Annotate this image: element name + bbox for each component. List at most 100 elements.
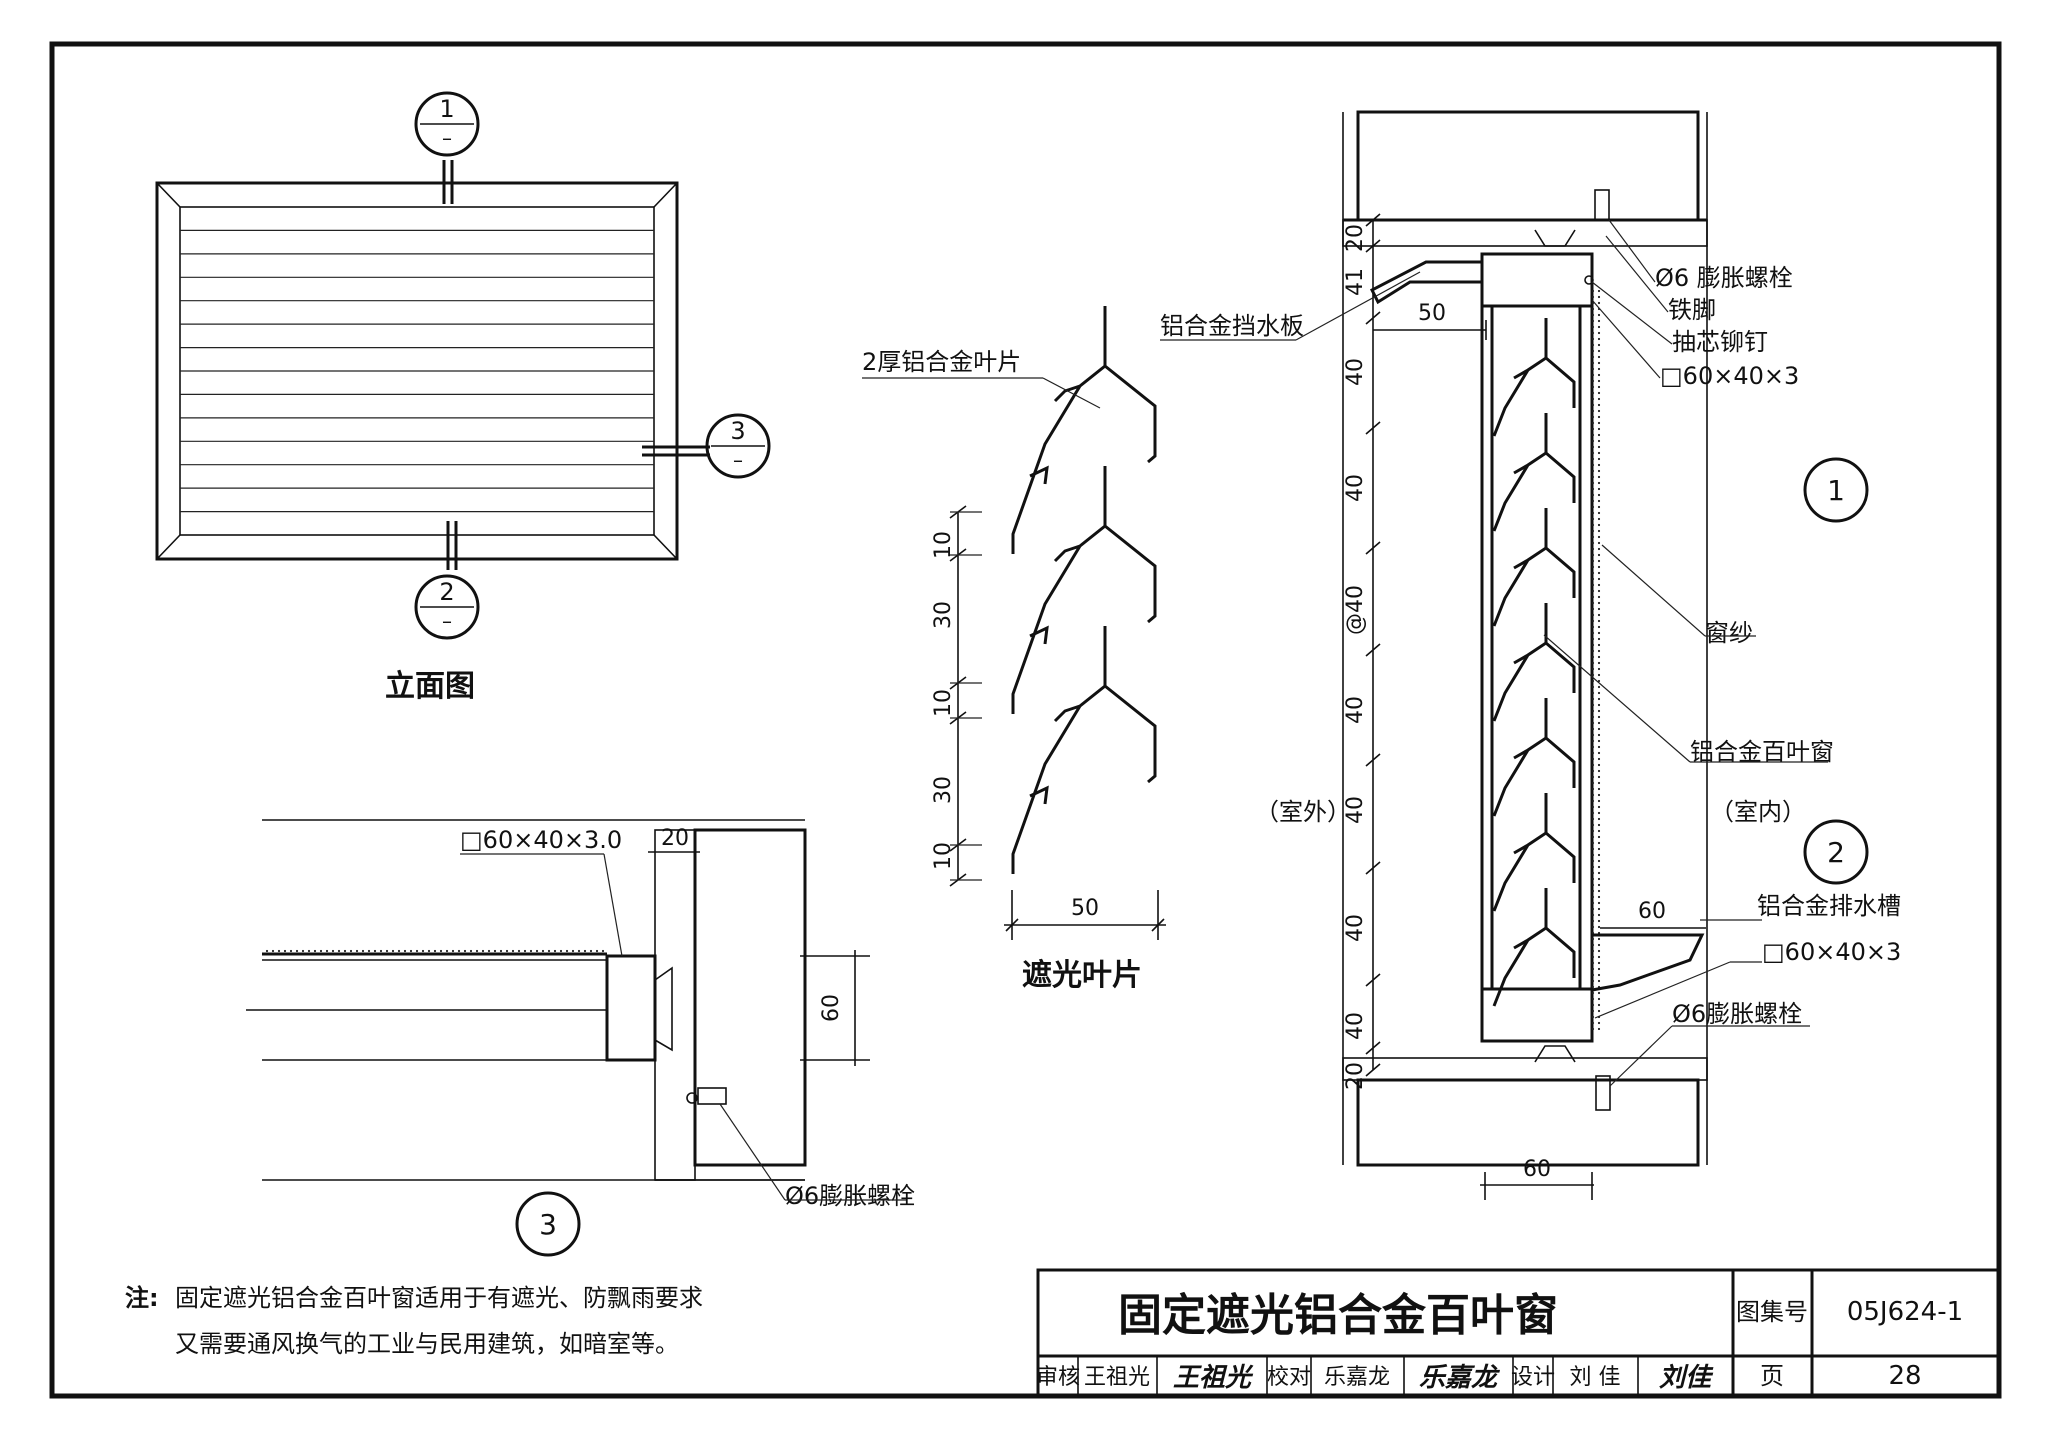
- top-lintel: [1356, 110, 1700, 222]
- section-1-blade: [1492, 318, 1576, 437]
- sheet-border: [49, 41, 2002, 1399]
- sec3-mortar: [654, 829, 696, 1181]
- section-1-dimension-tick: [1365, 643, 1381, 657]
- reviewer-signature: 王祖光: [1173, 1363, 1254, 1393]
- label-tube-top: □60×40×3: [1660, 362, 1799, 390]
- iron-foot-top: [1594, 189, 1610, 221]
- section-3-number-circle: 3: [515, 1191, 581, 1257]
- title-block-atlas-no: 05J624-1: [1847, 1297, 1963, 1327]
- section-2-number: 2: [1827, 836, 1845, 869]
- sec3-dim-20: 20: [661, 826, 689, 851]
- title-block-page-no: 28: [1888, 1361, 1921, 1391]
- section-1-dimension-tick: [1365, 753, 1381, 767]
- title-block: 固定遮光铝合金百叶窗 图集号 05J624-1 页 28 审核 王祖光 王祖光 …: [1036, 1268, 2000, 1398]
- section-1-dimension-tick: [1365, 239, 1381, 253]
- sec1-dim-41: 41: [1343, 268, 1368, 296]
- elevation-outer-frame: [155, 181, 679, 561]
- rivet-symbol: [1584, 275, 1594, 285]
- design-label: 设计: [1511, 1365, 1555, 1390]
- blade-profile: [1011, 466, 1157, 714]
- blade-thickness-label: 2厚铝合金叶片: [862, 348, 1021, 376]
- section-1-dimension-ticks: [1365, 213, 1381, 1077]
- section-marker-3-number: 3: [730, 417, 745, 445]
- review-label: 审核: [1036, 1365, 1080, 1390]
- label-screen: 窗纱: [1705, 619, 1753, 647]
- section-1-blade: [1492, 603, 1576, 722]
- blade-detail: 2厚铝合金叶片 10 30 10 30 10 50 遮光叶片: [862, 306, 1166, 993]
- section-1-dimension-tick: [1365, 311, 1381, 325]
- sec1-dim-40e: 40: [1343, 914, 1368, 942]
- section-marker-1-sub: –: [442, 126, 452, 150]
- sec1-dim-60-bottom: 60: [1523, 1157, 1551, 1182]
- sec3-screen: [262, 948, 607, 954]
- note-prefix: 注:: [125, 1284, 159, 1312]
- blade-profile: [1011, 626, 1157, 874]
- section-1-number-circle: 1: [1803, 457, 1869, 523]
- blade-profiles: [1011, 306, 1157, 874]
- blade-dimension-ticks: [949, 505, 982, 887]
- section-marker-3-sub: –: [733, 448, 743, 472]
- notes: 注: 固定遮光铝合金百叶窗适用于有遮光、防飘雨要求 又需要通风换气的工业与民用建…: [125, 1284, 703, 1358]
- section-1-dimension-tick: [1365, 541, 1381, 555]
- water-deflector: [1369, 260, 1482, 305]
- sec3-bolt-label: Ø6膨胀螺栓: [785, 1182, 915, 1210]
- label-water-board: 铝合金挡水板: [1160, 312, 1304, 340]
- top-mortar: [1342, 219, 1708, 247]
- sec1-dim-60-gutter: 60: [1638, 899, 1666, 924]
- section-marker-1: 1 –: [414, 91, 480, 157]
- section-3-detail: □60×40×3.0 20 60 Ø6膨胀螺栓 3: [246, 819, 915, 1257]
- sec1-dim-50: 50: [1418, 301, 1446, 326]
- label-bolt-top: Ø6 膨胀螺栓: [1655, 264, 1793, 292]
- elevation-slats: [180, 229, 654, 513]
- label-gutter: 铝合金排水槽: [1757, 892, 1901, 920]
- elevation-view: 1 – 2 – 3 – 立面图: [155, 91, 771, 704]
- sec1-dim-40c: 40: [1343, 696, 1368, 724]
- sec1-dim-40d: 40: [1343, 796, 1368, 824]
- blade-dim-width: 50: [1071, 896, 1099, 921]
- sec3-tube-label: □60×40×3.0: [460, 826, 622, 854]
- section-1-dimension-tick: [1365, 213, 1381, 227]
- section-marker-1-number: 1: [439, 95, 454, 123]
- section-marker-3: 3 –: [705, 413, 771, 479]
- section-1-blade: [1492, 888, 1576, 1007]
- designer-name: 刘 佳: [1570, 1365, 1621, 1390]
- section-1-dimension-tick: [1365, 421, 1381, 435]
- title-block-atlas-label: 图集号: [1736, 1298, 1808, 1326]
- blade-dim-10b: 10: [931, 689, 956, 717]
- blade-dim-10c: 10: [931, 842, 956, 870]
- section-2-number-circle: 2: [1803, 819, 1869, 885]
- label-outdoor: （室外）: [1255, 798, 1351, 826]
- section-1-blades: [1492, 318, 1576, 1007]
- checker-signature: 乐嘉龙: [1419, 1363, 1501, 1393]
- reviewer-name: 王祖光: [1084, 1365, 1150, 1390]
- section-1-dimension-tick: [1365, 861, 1381, 875]
- label-bolt-bottom: Ø6膨胀螺栓: [1672, 1000, 1802, 1028]
- bolt-bottom-symbol: [1595, 1075, 1611, 1111]
- title-block-page-label: 页: [1760, 1362, 1784, 1390]
- section-1-blade: [1492, 508, 1576, 627]
- blade-dim-30a: 30: [931, 601, 956, 629]
- label-louver: 铝合金百叶窗: [1690, 738, 1834, 766]
- label-rivet: 抽芯铆钉: [1672, 328, 1768, 356]
- section-marker-2: 2 –: [414, 574, 480, 640]
- section-1-detail: 20 41 40 40 @40 40 40 40 40 20 50 60 60 …: [1160, 110, 1901, 1200]
- window-screen: [1592, 290, 1602, 1030]
- bottom-sill: [1356, 1078, 1700, 1167]
- sec3-tube: [605, 954, 657, 1062]
- section-marker-2-number: 2: [439, 578, 454, 606]
- section-1-blade: [1492, 698, 1576, 817]
- section-1-blade: [1492, 413, 1576, 532]
- sec1-dim-40b: 40: [1343, 474, 1368, 502]
- title-block-title: 固定遮光铝合金百叶窗: [1118, 1290, 1558, 1341]
- check-label: 校对: [1267, 1365, 1311, 1390]
- checker-name: 乐嘉龙: [1324, 1365, 1390, 1390]
- label-tube-bottom: □60×40×3: [1762, 938, 1901, 966]
- section-1-blade: [1492, 793, 1576, 912]
- elevation-caption: 立面图: [385, 669, 475, 704]
- sec1-dim-20-bottom: 20: [1343, 1062, 1368, 1090]
- blade-dim-30b: 30: [931, 776, 956, 804]
- bottom-mortar: [1342, 1057, 1708, 1081]
- blade-dim-10a: 10: [931, 531, 956, 559]
- sec1-dim-40a: 40: [1343, 358, 1368, 386]
